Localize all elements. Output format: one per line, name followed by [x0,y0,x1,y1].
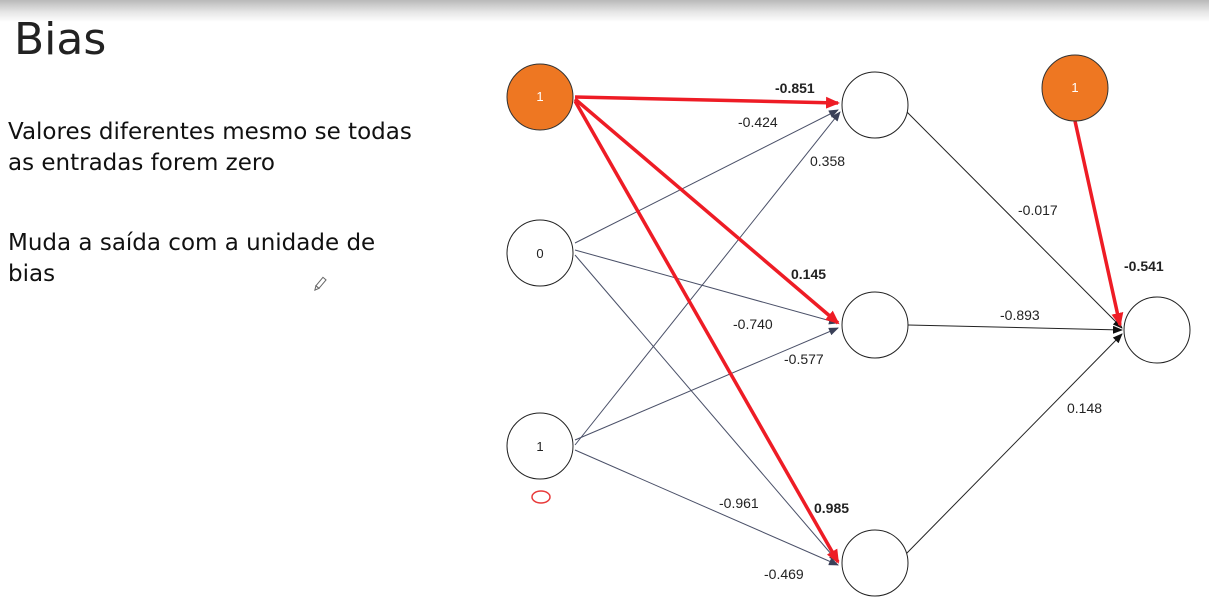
bias-output-node [1041,54,1109,122]
top-bar [0,0,1209,22]
output-node [1123,296,1191,364]
edge-h3-out [904,333,1123,556]
weight-in1-h3: -0.469 [764,566,804,582]
weight-in0-h1: -0.424 [738,114,778,130]
edge-in1-h2 [574,327,839,441]
weight-h2-out: -0.893 [1000,307,1040,323]
edge-bias-h2 [573,97,840,325]
weight-bias-h2: 0.145 [791,266,826,282]
bias-input-node-label: 1 [536,89,543,104]
edge-in1-h3 [574,449,839,566]
bias-input-node [506,63,574,131]
weight-bias-h3: 0.985 [814,500,849,516]
weight-in0-h2: -0.740 [733,316,773,332]
bullet-2: Muda a saída com a unidade de bias [8,230,376,287]
edge-h2-out [907,324,1123,334]
pen-cursor-icon [314,276,327,291]
weight-in1-h1: 0.358 [810,153,845,169]
weight-h3-out: 0.148 [1067,400,1102,416]
weight-h1-out: -0.017 [1018,202,1058,218]
hidden-node-2 [841,291,909,359]
edge-bias-h1 [574,95,840,109]
input-node-1-label: 1 [536,439,543,454]
bullet-1: Valores diferentes mesmo se todas as ent… [8,119,412,176]
weight-in1-h2: -0.577 [784,351,824,367]
input-node-0-label: 0 [536,246,543,261]
edge-bias-out [1073,120,1124,327]
input-node-0 [506,219,574,287]
input-node-1 [506,412,574,480]
slide-title: Bias [14,14,107,65]
hidden-node-3 [841,529,909,597]
red-ink-annotation [531,490,551,504]
weight-in0-h3: -0.961 [719,495,759,511]
edge-in1-h1 [574,111,841,446]
edge-bias-h3 [573,100,840,564]
weight-bias-out: -0.541 [1124,258,1164,274]
edge-in0-h2 [574,249,839,325]
edge-in0-h3 [574,254,839,563]
weight-bias-h1: -0.851 [775,80,815,96]
edge-in0-h1 [574,109,839,244]
edge-h1-out [904,109,1123,329]
hidden-node-1 [841,71,909,139]
bias-output-node-label: 1 [1071,80,1078,95]
